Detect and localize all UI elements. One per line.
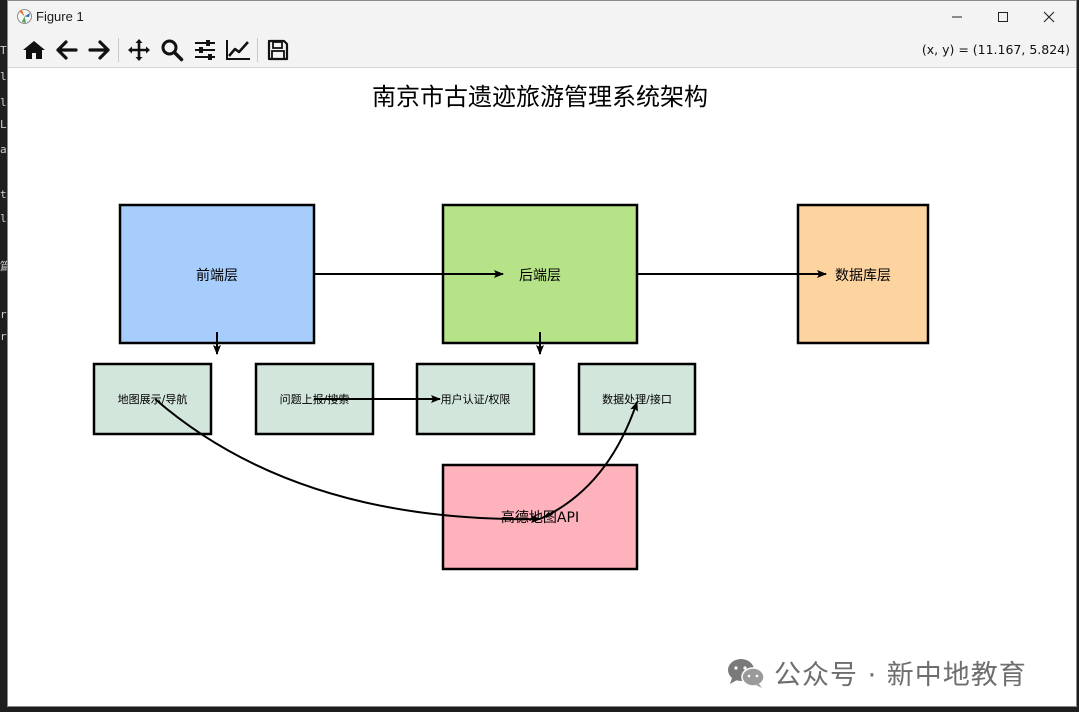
back-icon (56, 40, 78, 60)
diagram-title: 南京市古遗迹旅游管理系统架构 (372, 83, 708, 111)
api-label: 高德地图API (501, 509, 579, 526)
cursor-coordinates: (x, y) = (11.167, 5.824) (921, 42, 1070, 57)
background-text-fragment: l (0, 70, 7, 83)
minimize-icon (952, 16, 962, 17)
module-label-map: 地图展示/导航 (118, 392, 188, 406)
save-button[interactable] (264, 36, 292, 64)
back-button[interactable] (53, 36, 81, 64)
navigation-toolbar: (x, y) = (11.167, 5.824) (8, 32, 1076, 68)
arrow-api-to-data (539, 401, 638, 520)
close-icon (1043, 11, 1055, 22)
title-bar: Figure 1 (8, 1, 1076, 32)
edit-axis-icon (226, 40, 250, 60)
figure-canvas[interactable]: 南京市古遗迹旅游管理系统架构 前端层 后端层 数据库层 地图展示/导航 问题上报… (8, 68, 1076, 706)
watermark: 公众号 · 新中地教育 (726, 653, 1027, 692)
background-text-fragment: a (0, 143, 7, 156)
forward-icon (88, 40, 110, 60)
backend-layer-label: 后端层 (519, 268, 561, 284)
module-box-data (577, 362, 697, 436)
background-text-fragment: l (0, 96, 7, 109)
architecture-diagram: 南京市古遗迹旅游管理系统架构 前端层 后端层 数据库层 地图展示/导航 问题上报… (92, 83, 930, 571)
close-button[interactable] (1026, 1, 1072, 32)
zoom-button[interactable] (158, 36, 186, 64)
figure-window: Figure 1 (7, 0, 1077, 707)
zoom-icon (161, 39, 184, 62)
module-label-data: 数据处理/接口 (602, 392, 672, 406)
configure-subplots-icon (195, 40, 215, 60)
background-text-fragment: 篇 (0, 260, 11, 273)
forward-button[interactable] (85, 36, 113, 64)
pan-button[interactable] (125, 36, 153, 64)
minimize-button[interactable] (934, 1, 980, 32)
background-text-fragment: r (0, 308, 7, 321)
frontend-layer-label: 前端层 (196, 267, 238, 284)
background-text-fragment: l (0, 212, 7, 225)
background-text-fragment: r (0, 330, 7, 343)
module-label-auth: 用户认证/权限 (441, 392, 511, 406)
toolbar-separator (118, 38, 119, 62)
frontend-layer-box (118, 203, 316, 345)
background-editor-strip (0, 0, 8, 712)
home-button[interactable] (20, 36, 48, 64)
configure-subplots-button[interactable] (191, 36, 219, 64)
maximize-icon (998, 11, 1008, 22)
edit-axis-button[interactable] (224, 36, 252, 64)
home-icon (23, 41, 45, 59)
pan-icon (128, 39, 150, 61)
database-layer-label: 数据库层 (835, 268, 891, 284)
module-box-map (92, 362, 213, 436)
matplotlib-app-icon (17, 9, 32, 24)
maximize-button[interactable] (980, 1, 1026, 32)
watermark-text: 公众号 · 新中地教育 (774, 660, 1027, 691)
save-icon (267, 39, 289, 61)
background-text-fragment: T (0, 44, 7, 57)
window-title: Figure 1 (36, 9, 84, 24)
toolbar-separator (257, 38, 258, 62)
arrow-map-to-api (154, 398, 541, 524)
background-text-fragment: L (0, 118, 7, 131)
wechat-icon (728, 658, 765, 688)
